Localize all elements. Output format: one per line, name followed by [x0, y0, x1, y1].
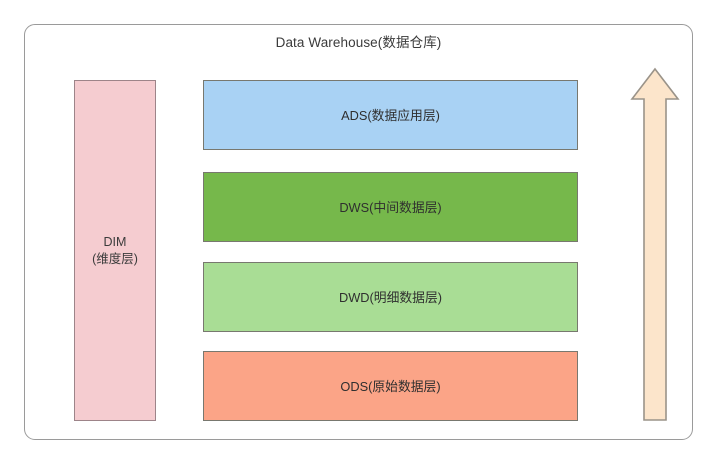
page-title: Data Warehouse(数据仓库) — [275, 35, 442, 50]
layer-label-ads: ADS(数据应用层) — [341, 107, 440, 123]
arrow-up-icon — [628, 66, 682, 423]
dim-layer-box[interactable]: DIM (维度层) — [74, 80, 156, 421]
layer-box-dws[interactable]: DWS(中间数据层) — [203, 172, 578, 242]
layer-label-dwd: DWD(明细数据层) — [338, 289, 443, 305]
layer-box-ods[interactable]: ODS(原始数据层) — [203, 351, 578, 421]
layer-label-ods: ODS(原始数据层) — [340, 378, 441, 394]
layer-box-ads[interactable]: ADS(数据应用层) — [203, 80, 578, 150]
layer-label-dws: DWS(中间数据层) — [339, 199, 442, 215]
layer-box-dwd[interactable]: DWD(明细数据层) — [203, 262, 578, 332]
dim-label-primary: DIM — [103, 234, 127, 249]
dim-label-secondary: (维度层) — [92, 251, 138, 266]
